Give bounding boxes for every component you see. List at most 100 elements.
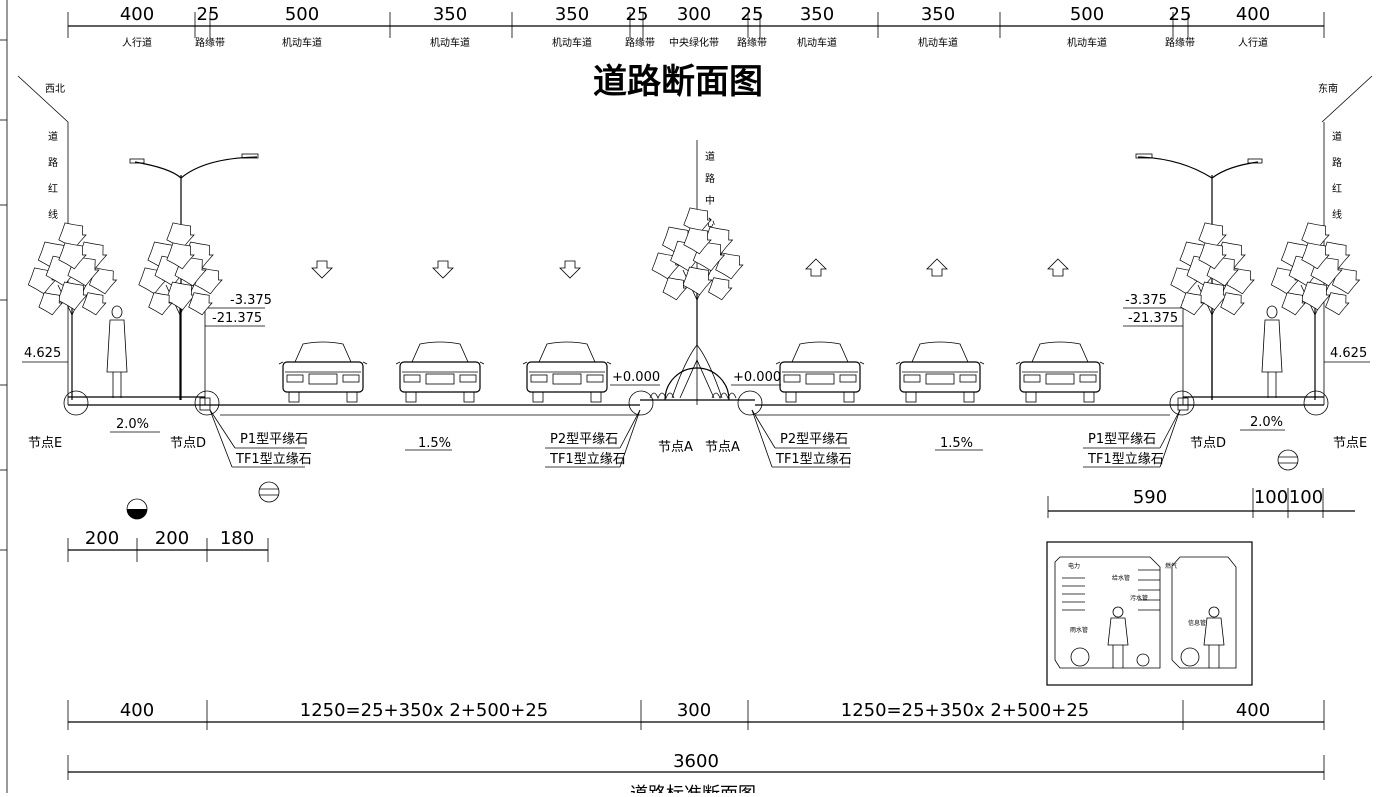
car-3 <box>775 341 865 403</box>
top-dim-value-11: 25 <box>1169 4 1192 25</box>
tree-group <box>27 207 1361 400</box>
direction-right-label: 东南 <box>1318 82 1338 95</box>
node-d-left-marker <box>194 390 220 416</box>
tree-0 <box>27 222 118 400</box>
top-dim-value-9: 350 <box>921 4 955 25</box>
top-dim-value-1: 25 <box>197 4 220 25</box>
top-dim-label-11: 路缘带 <box>1165 36 1195 49</box>
top-dim-label-5: 路缘带 <box>625 36 655 49</box>
vertical-char: 路 <box>705 172 715 185</box>
node-a-right: 节点A <box>705 440 740 455</box>
node-e-right-marker <box>1303 390 1329 416</box>
elev-right-top: -3.375 <box>1125 293 1167 308</box>
slope-labels: 2.0% 1.5% 1.5% 2.0% <box>110 415 1285 451</box>
bottom-dim-road-right: 1250=25+350x 2+500+25 <box>841 700 1089 721</box>
slope-left-road: 1.5% <box>418 436 451 451</box>
node-labels: 节点E 节点D 节点A 节点A 节点D 节点E <box>28 436 1367 455</box>
curb-p2-right: P2型平缘石 <box>780 432 848 447</box>
vertical-char: 道 <box>48 130 58 143</box>
pipe-symbols <box>126 449 1299 520</box>
top-dim-value-12: 400 <box>1236 4 1270 25</box>
top-dim-label-4: 机动车道 <box>552 36 592 49</box>
curb-tf1-left: TF1型立缘石 <box>235 452 312 467</box>
pedestrian-left <box>106 305 128 398</box>
elev-left-bottom: -21.375 <box>212 311 262 326</box>
node-a-left-marker <box>628 390 654 416</box>
node-d-right: 节点D <box>1190 436 1226 451</box>
slope-right-walk: 2.0% <box>1250 415 1283 430</box>
pedestrian-right <box>1261 305 1283 398</box>
direction-left-label: 西北 <box>45 83 65 95</box>
bottom-dim-total: 3600 <box>673 751 719 772</box>
vertical-char: 道 <box>1332 130 1342 143</box>
down-arrow-icon-2 <box>559 260 581 279</box>
right-dim-3: 100 <box>1289 487 1323 508</box>
curb-tf1-center-right: TF1型立缘石 <box>775 452 852 467</box>
top-dim-value-10: 500 <box>1070 4 1104 25</box>
drawing-title: 道路断面图 <box>593 62 763 102</box>
inset-label-4: 污水管 <box>1130 594 1148 602</box>
top-dim-label-9: 机动车道 <box>918 36 958 49</box>
inset-label-3: 雨水管 <box>1070 626 1088 634</box>
top-dim-value-8: 350 <box>800 4 834 25</box>
left-small-dimensions: 200 200 180 <box>67 528 269 562</box>
left-dim-3: 180 <box>220 528 254 549</box>
node-a-left: 节点A <box>658 440 693 455</box>
vertical-char: 心 <box>705 217 715 229</box>
elev-center-left: +0.000 <box>612 370 660 385</box>
tree-4 <box>1270 222 1361 400</box>
pipe-symbol-left-2 <box>258 481 280 503</box>
right-dim-2: 100 <box>1254 487 1288 508</box>
road-surface <box>68 300 1324 416</box>
left-dim-1: 200 <box>85 528 119 549</box>
vertical-char: 线 <box>48 208 58 221</box>
slope-left-walk: 2.0% <box>116 417 149 432</box>
elev-right-bottom: -21.375 <box>1128 311 1178 326</box>
node-e-left-marker <box>63 390 89 416</box>
elev-left-top: -3.375 <box>230 293 272 308</box>
left-dim-2: 200 <box>155 528 189 549</box>
node-e-left: 节点E <box>28 436 62 451</box>
bottom-dimension-chain: 400 1250=25+350x 2+500+25 300 1250=25+35… <box>67 700 1325 780</box>
vertical-char: 红 <box>48 182 58 195</box>
up-arrow-icon-0 <box>805 258 827 277</box>
car-5 <box>1015 341 1105 403</box>
top-dim-value-2: 500 <box>285 4 319 25</box>
vertical-char: 路 <box>48 156 58 169</box>
top-dim-value-7: 25 <box>741 4 764 25</box>
car-0 <box>278 341 368 403</box>
elev-side-right: 4.625 <box>1330 346 1367 361</box>
bottom-dim-walk-right: 400 <box>1236 700 1270 721</box>
bottom-dim-median: 300 <box>677 700 711 721</box>
right-dim-1: 590 <box>1133 487 1167 508</box>
inset-figure-1 <box>1107 606 1129 668</box>
car-2 <box>522 341 612 403</box>
curb-p1-right: P1型平缘石 <box>1088 432 1156 447</box>
top-dim-label-0: 人行道 <box>122 36 152 49</box>
top-dim-label-7: 路缘带 <box>737 36 767 49</box>
elev-side-left: 4.625 <box>24 346 61 361</box>
car-1 <box>395 341 485 403</box>
vertical-char: 路 <box>1332 156 1342 169</box>
top-dim-value-6: 300 <box>677 4 711 25</box>
vertical-char: 道 <box>705 150 715 163</box>
traffic-direction-arrows <box>311 258 1069 279</box>
top-dim-value-5: 25 <box>626 4 649 25</box>
car-4 <box>895 341 985 403</box>
curb-labels: P1型平缘石 TF1型立缘石 P2型平缘石 TF1型立缘石 P2型平缘石 TF1… <box>209 409 1181 468</box>
tree-2 <box>651 207 744 345</box>
node-e-right: 节点E <box>1333 436 1367 451</box>
top-dim-value-0: 400 <box>120 4 154 25</box>
curb-p2-left: P2型平缘石 <box>550 432 618 447</box>
up-arrow-icon-1 <box>926 258 948 277</box>
vertical-char: 线 <box>1332 208 1342 221</box>
top-dim-label-1: 路缘带 <box>195 36 225 49</box>
down-arrow-icon-1 <box>432 260 454 279</box>
inset-figure-2 <box>1203 606 1225 668</box>
bottom-dim-walk-left: 400 <box>120 700 154 721</box>
inset-label-5: 信息管 <box>1188 619 1206 627</box>
